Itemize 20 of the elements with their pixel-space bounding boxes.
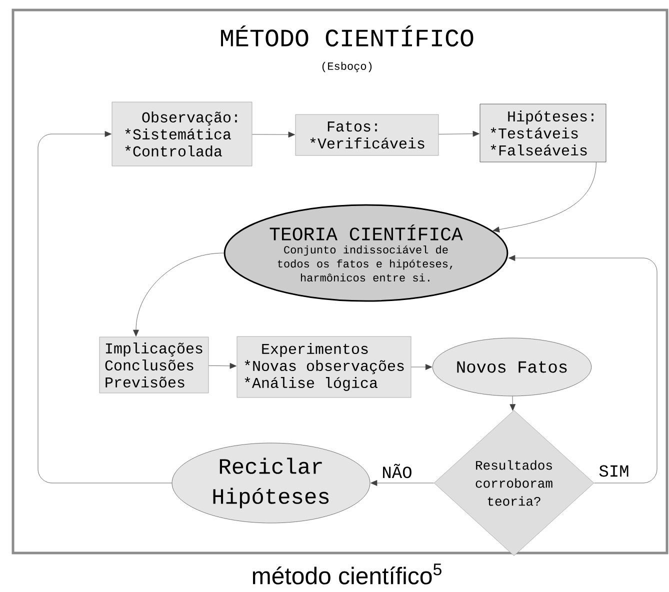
caption: método científico$^{5}$	[252, 564, 442, 584]
edge-label: SIM	[598, 464, 630, 478]
arrow	[492, 162, 596, 232]
arrow	[370, 480, 434, 486]
arrow	[208, 362, 236, 369]
arrow	[438, 130, 480, 137]
subtitle: (Esboço)	[322, 62, 372, 72]
process-box: Implicações Conclusões Previsões	[99, 336, 209, 394]
edge-label: NÃO	[380, 462, 414, 480]
process-box: Observação: *Sistemática *Controlada	[112, 102, 252, 166]
process-box: Hipóteses: *Testáveis *Falseáveis	[480, 104, 606, 162]
process-box: Experimentos *Novas observações *Análise lógica	[236, 336, 412, 398]
arrow	[411, 364, 432, 370]
arrow	[252, 132, 295, 138]
arrow	[38, 131, 172, 484]
arrow	[508, 255, 658, 484]
title: MÉTODO CIENTÍFICO	[221, 25, 474, 47]
arrow	[510, 396, 516, 411]
process-box: Fatos: *Verificáveis	[295, 114, 439, 156]
arrow	[133, 252, 224, 336]
